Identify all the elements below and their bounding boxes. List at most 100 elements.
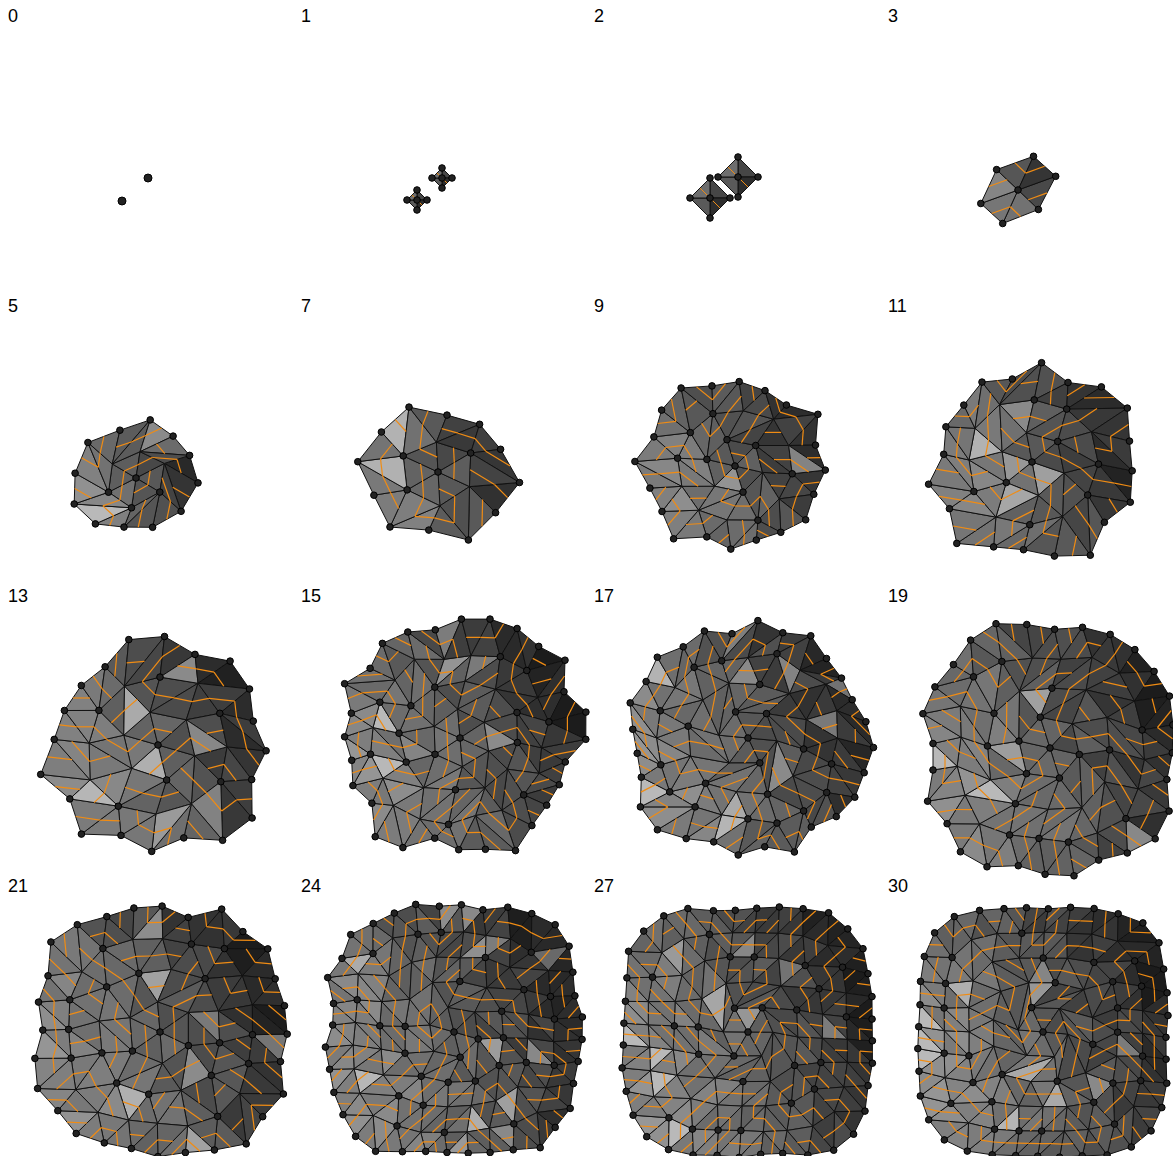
- orange-edge: [406, 919, 417, 923]
- orange-edge: [80, 948, 93, 960]
- vertex-dot: [930, 740, 937, 747]
- orange-edge: [536, 1075, 550, 1077]
- orange-edge: [839, 689, 847, 692]
- orange-edge: [517, 969, 529, 979]
- orange-edge: [1079, 409, 1097, 421]
- vertex-dot: [990, 544, 997, 551]
- vertex-dot: [100, 945, 107, 952]
- orange-edge: [763, 645, 766, 656]
- orange-edge: [780, 785, 798, 793]
- vertex-dot: [259, 1113, 266, 1120]
- mesh-face: [996, 624, 1032, 662]
- vertex-dot: [729, 630, 736, 637]
- orange-edge: [417, 918, 429, 920]
- orange-edge: [689, 741, 708, 745]
- orange-edge: [236, 799, 252, 800]
- orange-edge: [792, 509, 794, 526]
- vertex-dot: [833, 813, 840, 820]
- orange-edge: [207, 927, 224, 929]
- orange-edge: [807, 802, 815, 819]
- mesh-face: [188, 1013, 219, 1046]
- vertex-dot: [188, 941, 195, 948]
- orange-edge: [130, 1134, 144, 1136]
- vertex-dot: [34, 1085, 41, 1092]
- orange-edge: [140, 1057, 148, 1073]
- orange-edge: [928, 726, 942, 729]
- mesh-face: [1018, 156, 1056, 190]
- mesh-face: [357, 1000, 382, 1026]
- orange-edge: [173, 1007, 174, 1022]
- orange-edge: [421, 972, 422, 990]
- vertex-dot: [583, 736, 590, 743]
- vertex-dot: [643, 678, 650, 685]
- orange-edge: [744, 684, 747, 698]
- mesh-face: [789, 446, 826, 474]
- vertex-dot: [999, 658, 1006, 665]
- orange-edge: [710, 427, 720, 437]
- orange-edge: [122, 471, 124, 485]
- orange-edge: [486, 451, 510, 466]
- vertex-dot: [439, 165, 446, 172]
- orange-edge: [731, 453, 745, 456]
- vertex-dot: [408, 702, 415, 709]
- mesh-face: [554, 996, 582, 1019]
- orange-edge: [447, 732, 449, 746]
- orange-edge: [270, 1034, 284, 1048]
- orange-edge: [442, 831, 454, 837]
- orange-edge: [936, 469, 959, 473]
- orange-edge: [376, 715, 386, 731]
- orange-edge: [338, 1103, 351, 1105]
- vertex-dot: [551, 1062, 558, 1069]
- mesh-face: [405, 1025, 434, 1051]
- vertex-dot: [823, 655, 830, 662]
- vertex-dot: [991, 710, 998, 717]
- orange-edge: [1084, 397, 1114, 399]
- orange-edge: [691, 823, 704, 827]
- orange-edge: [349, 1115, 358, 1125]
- orange-edge: [1043, 521, 1046, 534]
- mesh-face: [470, 453, 520, 487]
- orange-edge: [362, 715, 376, 721]
- orange-edge: [735, 639, 753, 659]
- vertex-dot: [762, 387, 769, 394]
- orange-edge: [203, 1028, 204, 1045]
- vertex-dot: [946, 505, 953, 512]
- orange-edge: [389, 651, 399, 661]
- orange-edge: [986, 456, 1005, 467]
- orange-edge: [958, 428, 961, 444]
- vertex-dot: [1124, 850, 1131, 857]
- orange-edge: [462, 1093, 474, 1095]
- orange-edge: [388, 758, 394, 770]
- orange-edge: [458, 1118, 469, 1119]
- vertex-dot: [1029, 459, 1036, 466]
- orange-edge: [939, 496, 962, 500]
- orange-edge: [851, 711, 859, 717]
- orange-edge: [708, 646, 713, 664]
- vertex-dot: [516, 479, 523, 486]
- orange-edge: [157, 444, 165, 454]
- orange-edge: [543, 695, 551, 710]
- orange-edge: [352, 770, 361, 773]
- vertex-dot: [457, 978, 464, 985]
- orange-edge: [493, 1112, 505, 1114]
- orange-edge: [786, 803, 791, 817]
- vertex-dot: [546, 719, 553, 726]
- mesh-face: [133, 906, 163, 939]
- vertex-dot: [487, 616, 494, 623]
- vertex-dot: [925, 481, 932, 488]
- vertex-dot: [444, 412, 451, 419]
- orange-edge: [415, 498, 424, 517]
- vertex-dot: [1166, 808, 1173, 815]
- orange-edge: [563, 996, 565, 1007]
- mesh-face: [928, 766, 965, 801]
- orange-edge: [208, 946, 215, 963]
- vertex-dot: [402, 1023, 409, 1030]
- mesh-face: [526, 1038, 554, 1065]
- mesh-face: [163, 917, 192, 944]
- orange-edge: [733, 737, 738, 751]
- orange-edge: [67, 1100, 78, 1111]
- orange-edge: [109, 1052, 117, 1068]
- orange-edge: [181, 974, 188, 990]
- vertex-dot: [133, 475, 140, 482]
- orange-edge: [388, 691, 396, 704]
